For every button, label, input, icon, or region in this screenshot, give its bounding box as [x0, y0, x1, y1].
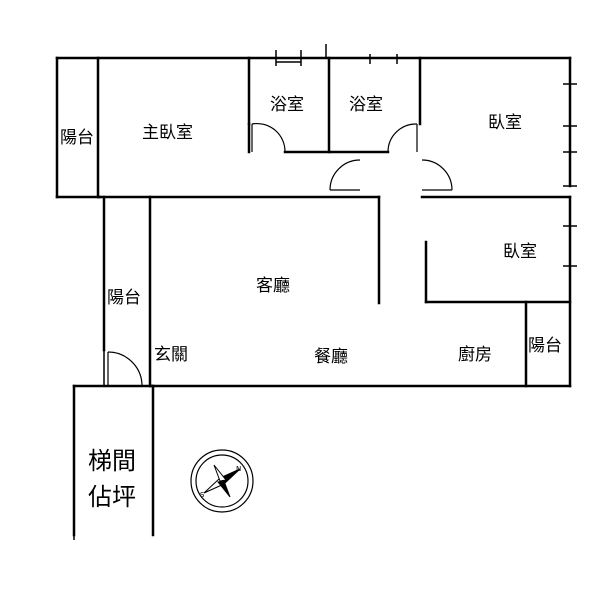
label-balcony-right: 陽台 [528, 336, 562, 356]
compass-letter-s: S [200, 491, 205, 499]
compass-needle-cross-b [217, 480, 231, 498]
door-master-arc [251, 122, 286, 153]
label-balcony-left: 陽台 [60, 128, 94, 148]
compass-outer-ring [190, 449, 254, 513]
label-bath-2: 浴室 [349, 95, 383, 115]
door-bedroom1-arc [421, 159, 453, 191]
label-master-bedroom: 主臥室 [142, 123, 193, 143]
label-stair-line1: 梯間 [88, 447, 136, 475]
label-stair-line2: 佔坪 [88, 483, 136, 511]
label-bath-1: 浴室 [270, 95, 304, 115]
compass-needle-cross-a [213, 464, 227, 482]
label-dining-room: 餐廳 [314, 347, 348, 367]
label-entrance: 玄關 [154, 345, 188, 365]
label-bedroom-1: 臥室 [488, 113, 522, 133]
window-marks [73, 44, 577, 540]
label-kitchen: 廚房 [458, 344, 492, 365]
doors [107, 122, 453, 387]
door-entrance-arc [107, 351, 143, 387]
compass-letter-n: N [236, 465, 241, 473]
walls [55, 56, 572, 537]
door-bath2-arc [387, 123, 418, 153]
compass-rose-icon: N S [190, 449, 254, 513]
label-bedroom-2: 臥室 [503, 242, 537, 262]
door-bath1-arc [329, 159, 361, 191]
compass-inner-ring [195, 454, 249, 508]
label-balcony-middle: 陽台 [107, 288, 141, 308]
room-labels: 陽台 主臥室 浴室 浴室 臥室 臥室 陽台 客廳 玄關 餐廳 廚房 陽台 梯間 … [60, 95, 562, 511]
label-living-room: 客廳 [256, 276, 290, 296]
